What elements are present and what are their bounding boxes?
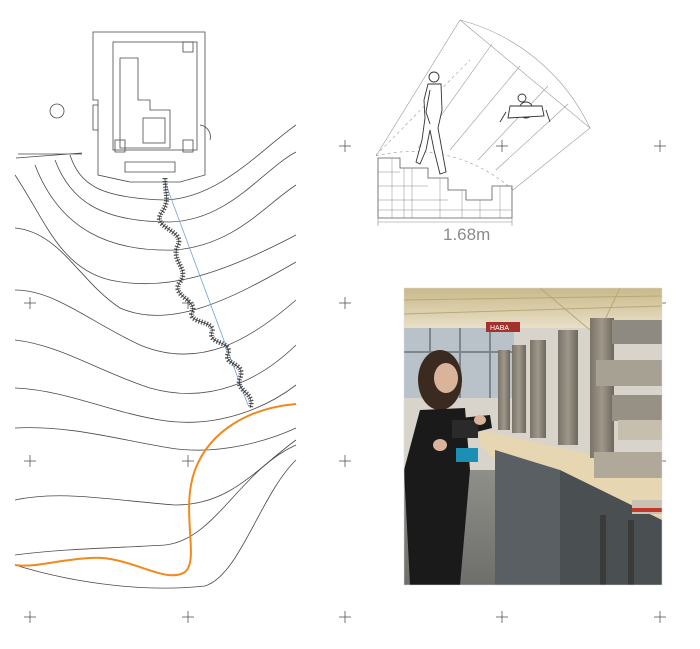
contour-lines: [14, 124, 297, 589]
site-plan: [14, 31, 297, 589]
stair-section: [375, 19, 591, 226]
workshop-photo: HABA: [403, 287, 663, 586]
person-walking-figure: [415, 71, 447, 175]
site-plan-building: [15, 31, 211, 183]
orange-route: [14, 403, 297, 577]
person-top-view-figure: [499, 93, 551, 123]
dimension-label: 1.68m: [443, 225, 490, 244]
photo-sign: HABA: [490, 325, 509, 332]
sight-line: [164, 181, 249, 406]
